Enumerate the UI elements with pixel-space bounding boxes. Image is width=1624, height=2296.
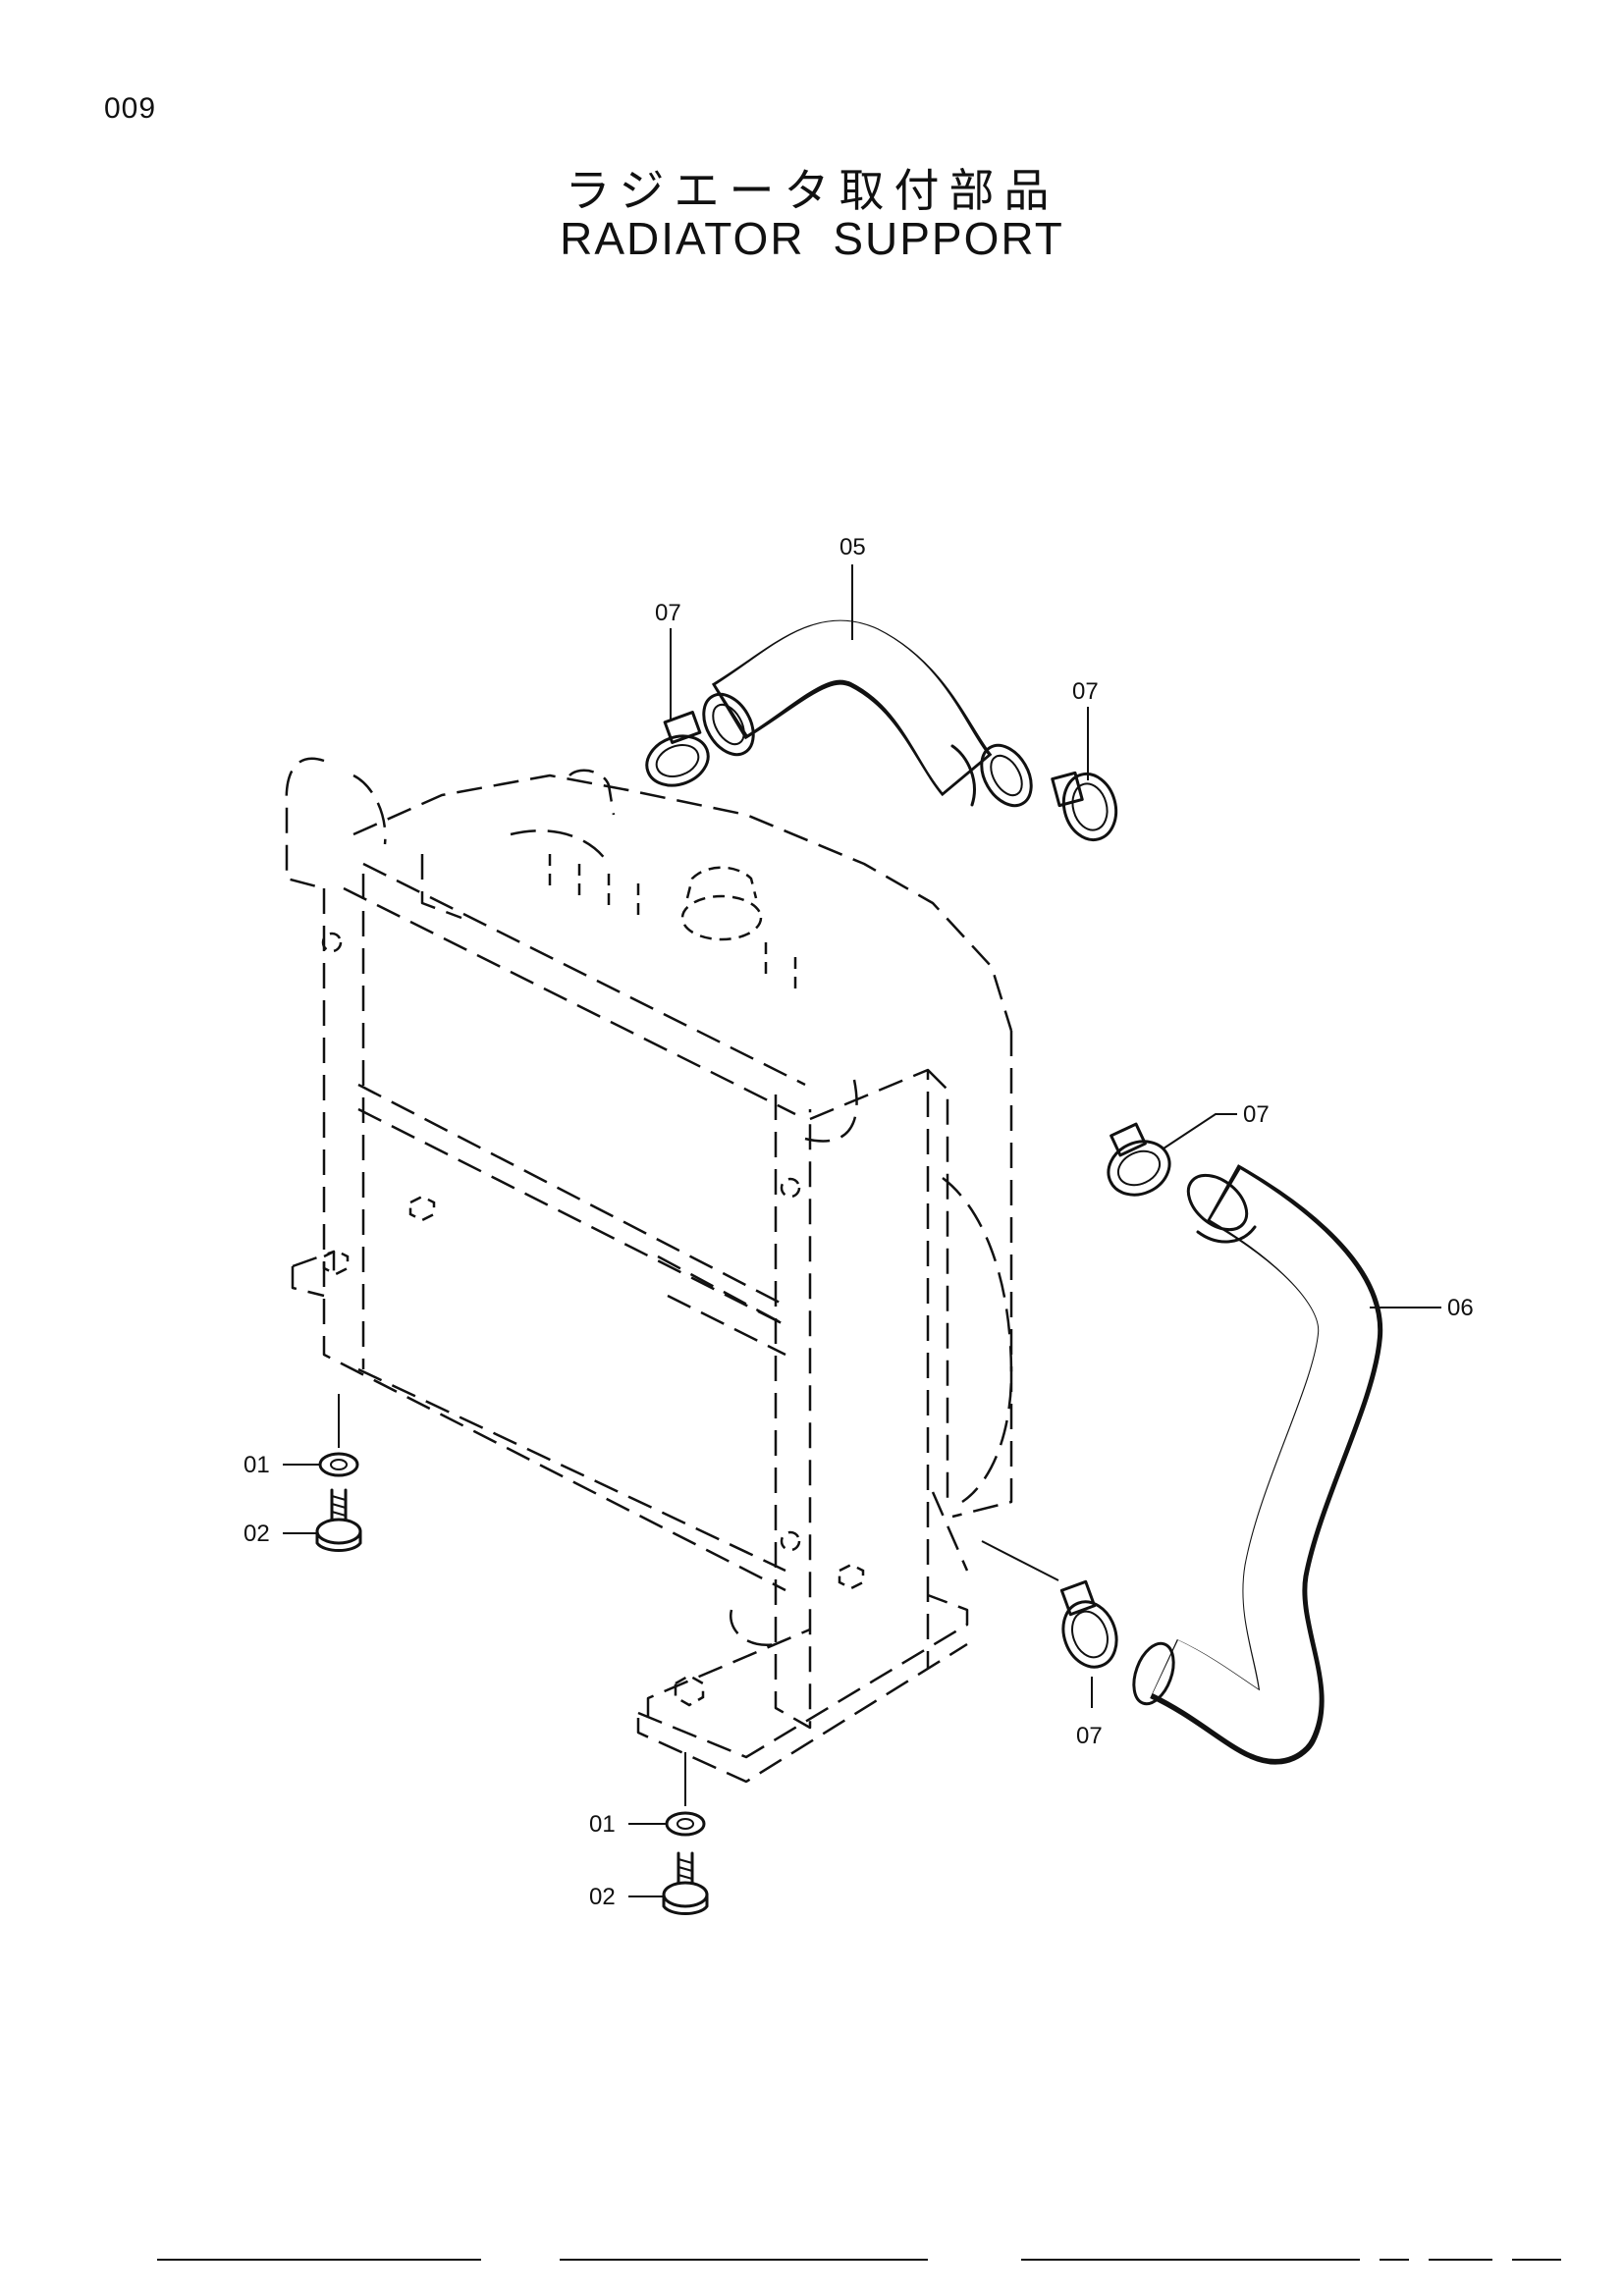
hose-clamp-lower-bottom — [1059, 1579, 1118, 1669]
callout-06: 06 — [1447, 1295, 1474, 1321]
callout-07-middle-right: 07 — [1243, 1101, 1270, 1128]
hose-clamp-upper-left — [645, 711, 710, 787]
radiator-assembly — [285, 757, 1013, 1784]
bolt-left — [315, 1488, 362, 1552]
callout-07-upper-left: 07 — [655, 600, 681, 626]
callout-02-left: 02 — [244, 1521, 270, 1547]
page-number: 009 — [104, 92, 157, 125]
callout-01-bottom: 01 — [589, 1811, 616, 1838]
callout-07-lower: 07 — [1076, 1723, 1103, 1749]
page-title-english: RADIATOR SUPPORT — [560, 213, 1064, 264]
leader-lines — [283, 564, 1441, 1897]
callout-02-bottom: 02 — [589, 1884, 616, 1910]
page-title-japanese: ラジエータ取付部品 — [565, 164, 1059, 217]
hose-clamp-lower-upper — [1107, 1122, 1171, 1197]
washer-left — [318, 1452, 359, 1477]
callout-07-upper-right: 07 — [1072, 678, 1099, 705]
upper-radiator-hose — [702, 619, 1033, 808]
callout-01-left: 01 — [244, 1452, 270, 1478]
bolt-right — [662, 1851, 709, 1915]
callout-05: 05 — [839, 534, 866, 561]
lower-radiator-hose — [1132, 1164, 1383, 1765]
hose-clamp-upper-right — [1051, 771, 1118, 842]
washer-right — [665, 1811, 706, 1837]
